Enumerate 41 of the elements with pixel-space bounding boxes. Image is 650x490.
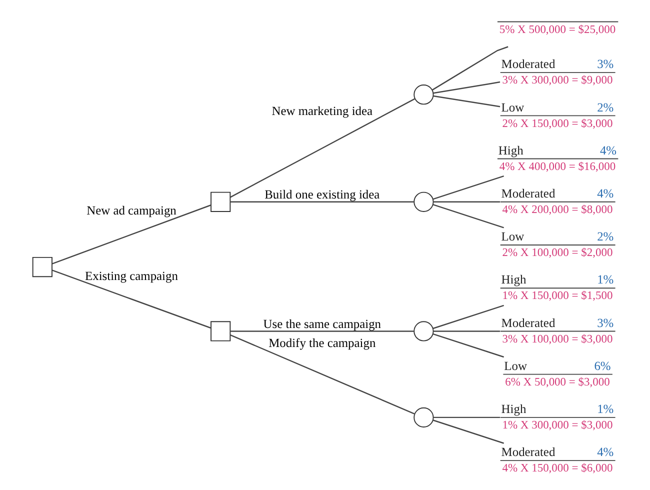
node-text: High 4% 4% X 400,000 = $16,000: [498, 143, 616, 173]
connector: [432, 201, 500, 203]
connector: [432, 304, 504, 330]
node-text: High 1% 1% X 150,000 = $1,500: [500, 272, 614, 302]
node-text: 5% X 500,000 = $25,000: [498, 24, 616, 36]
connector: [432, 333, 504, 358]
connector: [431, 46, 508, 91]
node-text: Moderated 4% 4% X 200,000 = $8,000: [500, 186, 614, 216]
edge-label: New ad campaign: [86, 204, 176, 218]
node-circle: [413, 192, 434, 212]
connector: [51, 270, 211, 329]
node-circle: [413, 407, 434, 428]
node-text: High 1% 1% X 300,000 = $3,000: [500, 402, 614, 432]
node-text: Low 2% 2% X 150,000 = $3,000: [500, 100, 614, 130]
node-circle: [413, 321, 434, 342]
node-text: Low 6% 6% X 50,000 = $3,000: [504, 358, 610, 388]
connector: [432, 81, 500, 94]
connector: [51, 204, 211, 264]
node-text: Low 2% 2% X 100,000 = $2,000: [500, 230, 614, 260]
connector: [432, 204, 504, 228]
edge-label: Use the same campaign: [262, 316, 381, 331]
edge-label: New marketing idea: [271, 104, 372, 118]
connector: [230, 330, 414, 332]
edge-label: Modify the campaign: [268, 336, 376, 350]
node-box: [32, 256, 52, 278]
connector: [432, 95, 500, 108]
node-text: Moderated 3% 3% X 300,000 = $9,000: [500, 57, 614, 87]
connector: [432, 416, 500, 418]
node-box: [210, 321, 230, 342]
connector: [432, 175, 504, 200]
connector: [432, 420, 504, 444]
connector: [229, 334, 414, 414]
connector: [230, 201, 414, 203]
edge-label: Build one existing idea: [264, 187, 380, 202]
edge-label: Existing campaign: [84, 268, 178, 283]
node-circle: [413, 84, 434, 105]
node-text: Moderated 3% 3% X 100,000 = $3,000: [500, 316, 614, 346]
node-text: Moderated 4% 4% X 150,000 = $6,000: [500, 445, 614, 475]
connector: [229, 98, 415, 198]
connector: [432, 330, 500, 332]
node-box: [210, 192, 230, 212]
